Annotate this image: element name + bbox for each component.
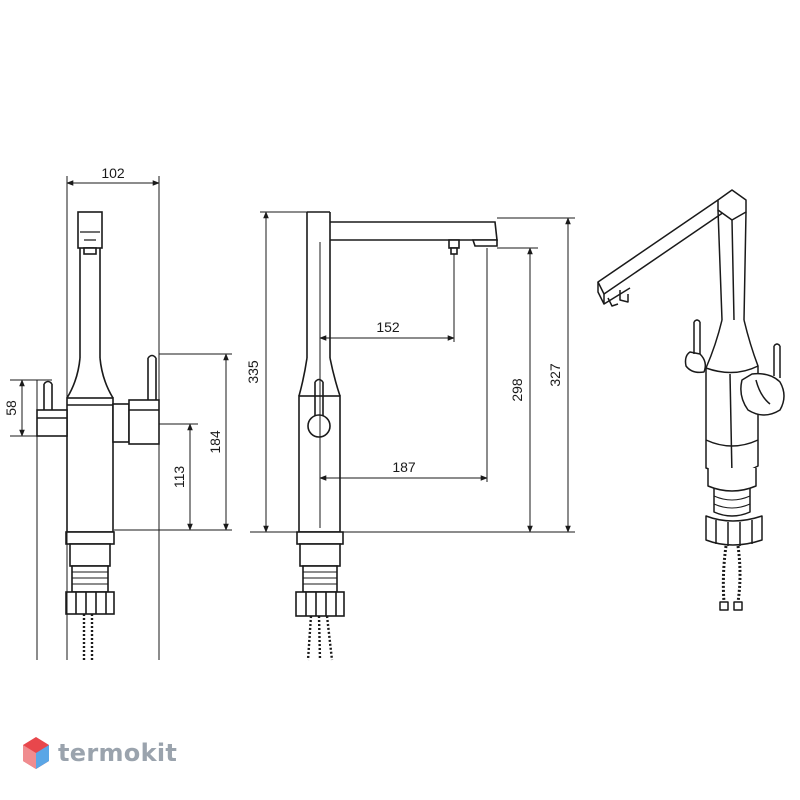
perspective-right-handle bbox=[740, 343, 785, 416]
dim-total-height: 335 bbox=[245, 360, 261, 384]
side-view bbox=[295, 211, 498, 661]
perspective-base-ring bbox=[707, 468, 757, 492]
dim-overall-width: 102 bbox=[101, 165, 125, 181]
side-lock-nut bbox=[295, 591, 345, 617]
side-spout-arm bbox=[330, 221, 498, 255]
perspective-spout-arm bbox=[597, 199, 725, 307]
dim-base-to-lever: 113 bbox=[171, 466, 187, 489]
perspective-left-lever bbox=[684, 319, 707, 374]
dim-spout-top-height: 327 bbox=[547, 363, 563, 387]
perspective-hoses bbox=[721, 545, 742, 603]
front-shank bbox=[71, 565, 109, 593]
dim-base-to-top-lever: 184 bbox=[207, 430, 223, 454]
perspective-column-cap bbox=[717, 189, 747, 221]
front-right-handle bbox=[112, 354, 160, 445]
front-column-flare bbox=[66, 357, 114, 399]
dim-reach-small: 152 bbox=[376, 319, 400, 335]
side-column bbox=[306, 211, 331, 358]
perspective-view bbox=[597, 189, 785, 611]
logo-hexagon-icon bbox=[23, 737, 49, 769]
dim-reach-large: 187 bbox=[392, 459, 416, 475]
brand-name: termokit bbox=[58, 739, 178, 767]
front-body bbox=[66, 397, 114, 533]
dim-handle-height: 58 bbox=[3, 400, 19, 416]
dim-outlet-height: 298 bbox=[509, 378, 525, 402]
perspective-lock-nut bbox=[705, 515, 763, 546]
front-base-ring bbox=[65, 531, 115, 545]
front-left-handle bbox=[36, 380, 68, 437]
side-hoses bbox=[306, 615, 334, 661]
front-dimension-lines bbox=[10, 176, 232, 660]
front-hoses bbox=[82, 614, 94, 660]
brand-logo: termokit bbox=[22, 736, 177, 770]
front-lock-nut bbox=[65, 591, 115, 615]
side-lever bbox=[307, 378, 331, 438]
perspective-column bbox=[717, 209, 747, 321]
side-dimension-lines bbox=[250, 211, 575, 533]
front-spout-head bbox=[77, 211, 103, 255]
front-column bbox=[79, 248, 101, 358]
side-shank bbox=[302, 565, 338, 593]
front-view bbox=[36, 211, 160, 660]
side-base-ring bbox=[296, 531, 344, 545]
